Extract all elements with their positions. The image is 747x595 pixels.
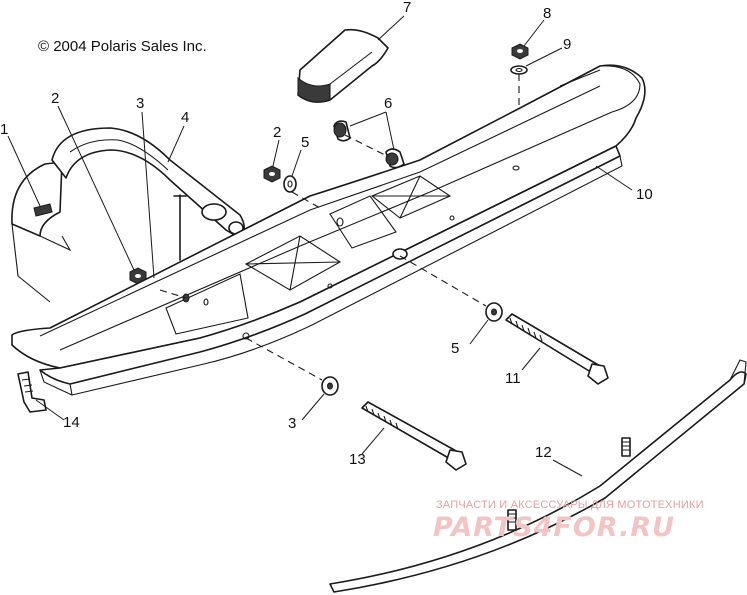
callout-5-right: 5 (451, 340, 460, 357)
part-5-washer-upper (283, 175, 297, 193)
part-3-washer-center (321, 376, 339, 396)
callout-3-top: 3 (136, 95, 145, 112)
part-6-bushings (333, 120, 405, 169)
part-11-bolt (505, 313, 609, 385)
callout-1: 1 (0, 121, 9, 138)
callout-10: 10 (636, 186, 653, 203)
watermark-caption: ЗАПЧАСТИ И АКСЕССУАРЫ ДЛЯ МОТОТЕХНИКИ (436, 499, 704, 511)
callout-2-middle: 2 (273, 124, 282, 141)
copyright-notice: © 2004 Polaris Sales Inc. (38, 38, 207, 55)
part-2-nut-upper (263, 165, 281, 183)
leader-lines (7, 15, 633, 477)
part-8-nut (511, 43, 529, 60)
callout-12: 12 (535, 444, 552, 461)
part-5-washer-right (485, 302, 503, 322)
part-10-ski-body (11, 64, 646, 396)
part-14-bumper (17, 371, 47, 413)
watermark-logo: PARTS4FOR.RU (433, 512, 676, 543)
part-12-wear-bar (329, 359, 747, 593)
callout-14: 14 (63, 414, 80, 431)
part-7-pad (297, 28, 389, 103)
assembly-lines (159, 134, 487, 381)
part-9-washer (510, 65, 528, 75)
callout-3-bottom: 3 (288, 415, 297, 432)
callout-7: 7 (403, 0, 412, 16)
callout-2-left: 2 (51, 90, 60, 107)
part-1-handle-cap (11, 161, 72, 303)
callout-4: 4 (181, 109, 190, 126)
callout-8: 8 (543, 5, 552, 22)
callout-13: 13 (349, 451, 366, 468)
callout-9: 9 (563, 36, 572, 53)
callout-5-top: 5 (301, 134, 310, 151)
callout-11: 11 (505, 370, 521, 387)
callout-6: 6 (384, 95, 393, 112)
part-13-bolt (361, 401, 467, 471)
